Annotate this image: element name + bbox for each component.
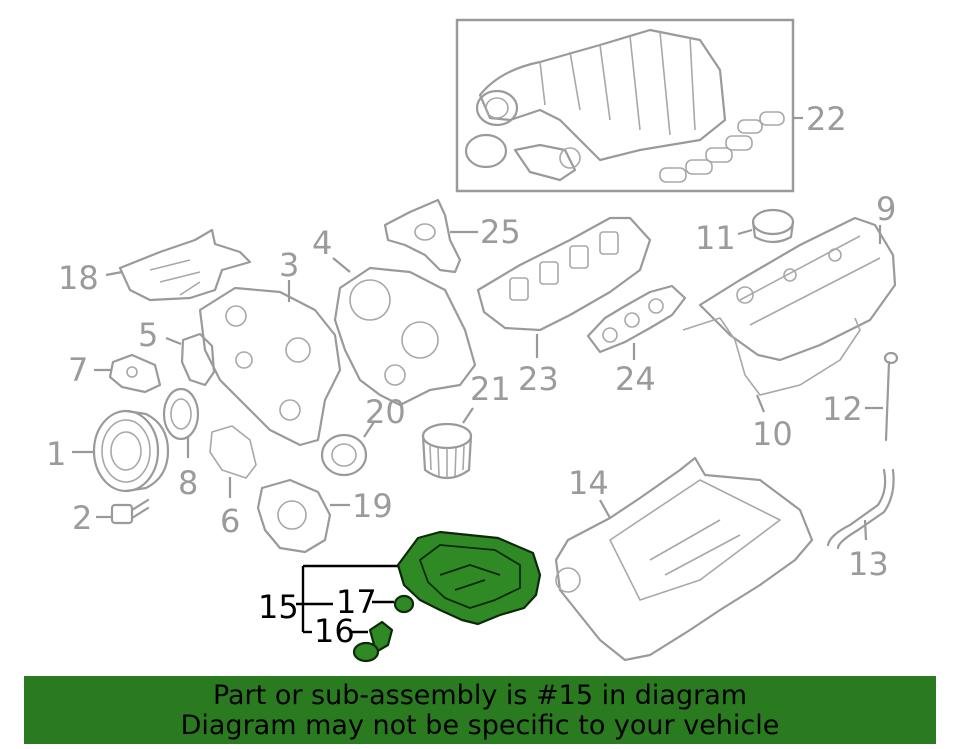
callout-4: 4: [312, 224, 332, 262]
part-8: [162, 387, 200, 441]
callout-2: 2: [72, 499, 92, 537]
part-2: [110, 498, 150, 525]
part-19: [256, 478, 332, 554]
part-16-drain-plug: [352, 620, 394, 663]
callout-3: 3: [279, 246, 299, 284]
callout-19: 19: [352, 487, 393, 525]
callout-15: 15: [258, 588, 299, 626]
part-3: [198, 286, 342, 447]
callout-14: 14: [568, 464, 609, 502]
part-25: [383, 198, 462, 274]
banner-line-2: Diagram may not be specific to your vehi…: [180, 710, 780, 741]
part-15-oil-pan: [396, 530, 542, 626]
info-banner: Part or sub-assembly is #15 in diagram D…: [24, 676, 936, 744]
callout-22: 22: [806, 100, 847, 138]
part-11: [751, 208, 795, 244]
part-intake-manifold: [455, 18, 795, 193]
part-6: [209, 425, 257, 479]
callout-8: 8: [178, 464, 198, 502]
callout-5: 5: [138, 316, 158, 354]
part-12-13: [826, 351, 899, 550]
part-21: [421, 422, 473, 480]
banner-line-1: Part or sub-assembly is #15 in diagram: [212, 680, 748, 711]
part-17-washer: [393, 594, 415, 614]
callout-12: 12: [822, 390, 863, 428]
part-4: [333, 266, 477, 407]
callout-13: 13: [848, 545, 889, 583]
part-9: [698, 216, 897, 362]
callout-16: 16: [314, 612, 355, 650]
part-7: [108, 353, 162, 394]
part-10: [682, 317, 861, 396]
callout-9: 9: [876, 190, 896, 228]
part-14: [554, 456, 814, 662]
part-24: [586, 284, 687, 354]
callout-20: 20: [365, 393, 406, 431]
part-18: [118, 228, 252, 302]
callout-21: 21: [470, 370, 511, 408]
callout-18: 18: [58, 259, 99, 297]
callout-10: 10: [752, 415, 793, 453]
part-5: [180, 332, 216, 387]
callout-24: 24: [615, 360, 656, 398]
callout-23: 23: [518, 360, 559, 398]
callout-1: 1: [46, 435, 66, 473]
part-1: [92, 409, 170, 493]
callout-6: 6: [220, 502, 240, 540]
part-23: [476, 216, 652, 332]
callout-25: 25: [480, 213, 521, 251]
callout-7: 7: [68, 351, 88, 389]
part-20: [320, 433, 368, 477]
callout-11: 11: [695, 219, 736, 257]
callout-17: 17: [336, 583, 377, 621]
